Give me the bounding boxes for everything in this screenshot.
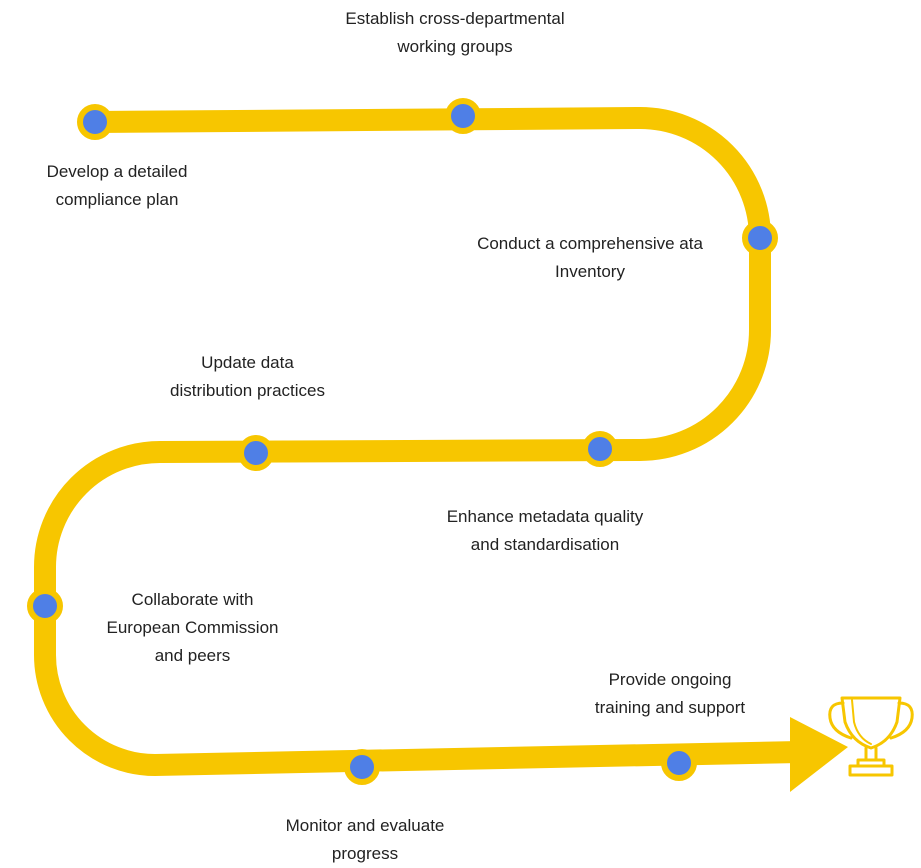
step-label-8: Provide ongoing training and support [594,670,746,717]
milestone-node-5 [238,435,274,471]
milestone-node-2 [445,98,481,134]
milestone-node-7 [344,749,380,785]
step-label-4: Enhance metadata quality and standardisa… [446,507,644,554]
step-label-3: Conduct a comprehensive ata Inventory [477,234,703,281]
milestone-node-1 [77,104,113,140]
step-label-7: Monitor and evaluate progress [285,816,445,863]
step-label-2: Establish cross-departmental working gro… [345,9,565,56]
roadmap-arrowhead [790,717,848,792]
step-label-1: Develop a detailed compliance plan [46,162,188,209]
milestone-node-4 [582,431,618,467]
milestone-node-3 [742,220,778,256]
step-label-5: Update data distribution practices [170,353,325,400]
roadmap-path [34,107,801,776]
step-label-6: Collaborate with European Commission and… [106,590,279,665]
milestone-node-6 [27,588,63,624]
milestone-node-8 [661,745,697,781]
trophy-icon [828,696,914,777]
